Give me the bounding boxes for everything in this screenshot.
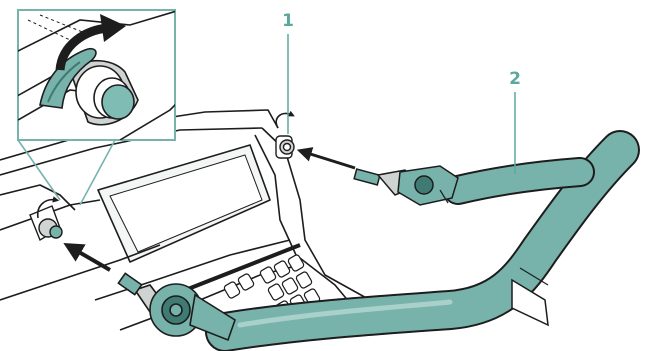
lower-connector <box>118 273 235 340</box>
upper-connector <box>354 166 458 205</box>
callout-label-2: 2 <box>509 69 521 89</box>
callout-leaders <box>288 34 515 174</box>
callout-label-1: 1 <box>282 11 294 31</box>
port-upper <box>276 136 294 158</box>
port-lower <box>30 206 62 240</box>
